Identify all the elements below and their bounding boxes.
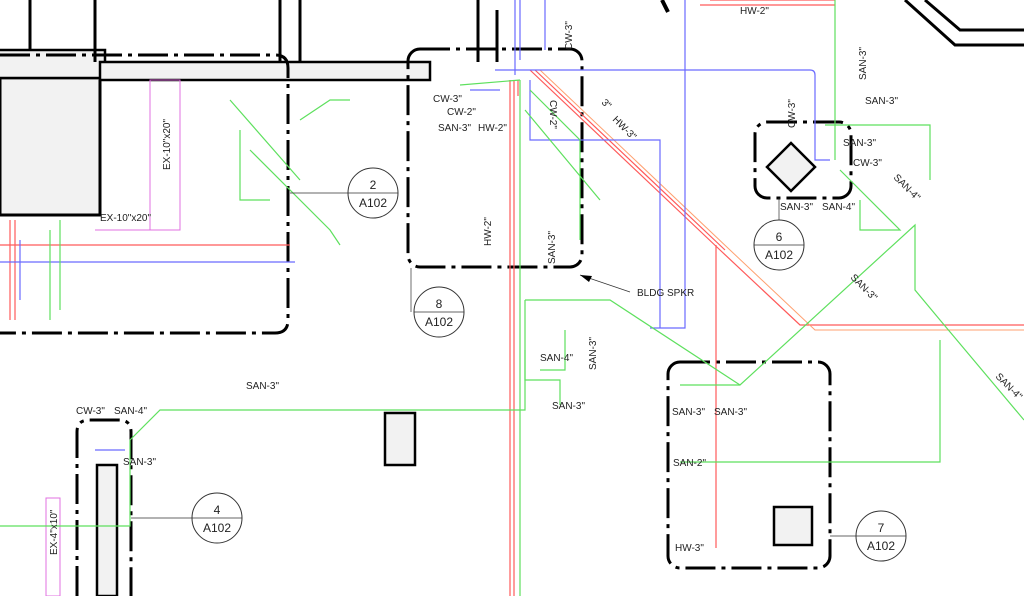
label: SAN-3" [552, 401, 585, 412]
label: CW-3" [853, 158, 882, 169]
label: EX-4"x10" [49, 509, 60, 555]
label: HW-2" [478, 123, 507, 134]
label: CW-3" [76, 406, 105, 417]
label: SAN-3" [672, 407, 705, 418]
label: SAN-4" [114, 406, 147, 417]
plan-boundaries [0, 47, 853, 596]
label: SAN-2" [673, 458, 706, 469]
label: CW-3" [433, 94, 462, 105]
callout-sheet: A102 [359, 196, 387, 210]
callout-sheet: A102 [203, 521, 231, 535]
label: SAN-3" [858, 47, 869, 80]
pipe-labels: HW-2" CW-3" SAN-3" EX-10"x20" EX-10"x20"… [49, 6, 1024, 555]
label: HW-2" [483, 217, 494, 246]
label: SAN-3" [843, 138, 876, 149]
label: CW-2" [547, 100, 558, 129]
label: HW-3" [610, 114, 639, 143]
label: SAN-3" [865, 96, 898, 107]
label: SAN-3" [246, 381, 279, 392]
label: SAN-3" [438, 123, 471, 134]
label: SAN-3" [848, 272, 879, 303]
callout-number: 4 [214, 503, 221, 517]
label: HW-2" [740, 6, 769, 17]
label: SAN-4" [540, 353, 573, 364]
bldg-spkr-label: BLDG SPKR [637, 288, 694, 299]
label: SAN-4" [891, 172, 922, 203]
leader-lines [131, 192, 856, 537]
callout-sheet: A102 [425, 315, 453, 329]
callout-number: 6 [776, 230, 783, 244]
label: CW-2" [447, 107, 476, 118]
callout-7[interactable]: 7 A102 [855, 510, 907, 562]
label: SAN-3" [780, 202, 813, 213]
cold-water-piping [0, 0, 830, 451]
label: SAN-3" [547, 231, 558, 264]
label: SAN-3" [123, 457, 156, 468]
callout-4[interactable]: 4 A102 [191, 492, 243, 544]
callout-sheet: A102 [867, 539, 895, 553]
label: SAN-4" [993, 371, 1024, 402]
label: SAN-3" [588, 337, 599, 370]
label: HW-3" [675, 543, 704, 554]
callout-number: 7 [878, 521, 885, 535]
label: EX-10"x20" [100, 213, 151, 224]
label: SAN-3" [714, 407, 747, 418]
callout-number: 2 [370, 178, 377, 192]
label: CW-3" [787, 99, 798, 128]
exhaust-ducts [45, 79, 181, 596]
label: 3" [599, 97, 614, 112]
label: EX-10"x20" [162, 119, 173, 170]
callout-2[interactable]: 2 A102 [347, 167, 399, 219]
callout-6[interactable]: 6 A102 [753, 219, 805, 271]
callout-8[interactable]: 8 A102 [413, 286, 465, 338]
label: CW-3" [564, 21, 575, 50]
label: SAN-4" [822, 202, 855, 213]
callout-sheet: A102 [765, 248, 793, 262]
callout-number: 8 [436, 297, 443, 311]
